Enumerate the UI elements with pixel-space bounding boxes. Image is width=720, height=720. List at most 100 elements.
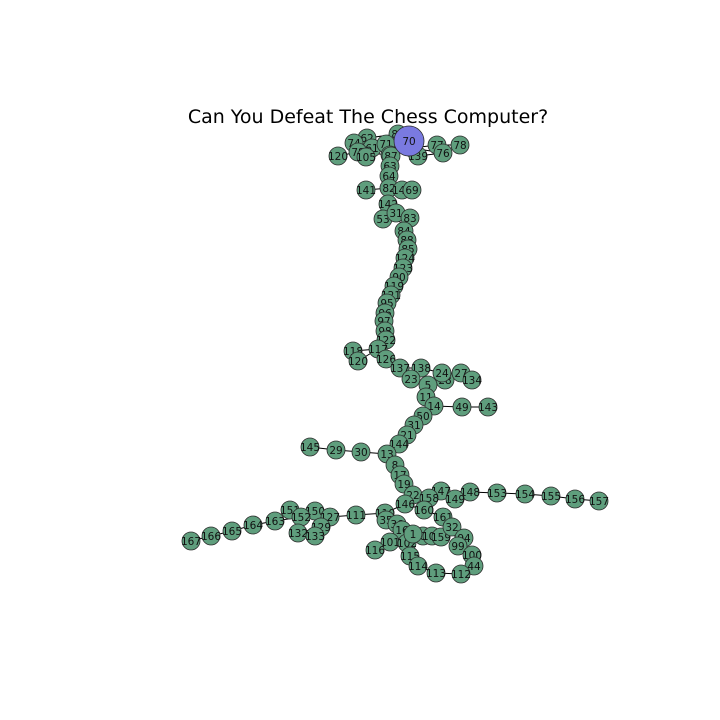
graph-title: Can You Defeat The Chess Computer?	[188, 106, 548, 128]
node-circle	[462, 370, 482, 390]
node-circle	[356, 147, 376, 167]
node-label: 120	[328, 151, 348, 163]
node-141: 141	[356, 180, 376, 200]
node-label: 69	[405, 185, 418, 197]
node-circle	[408, 556, 428, 576]
node-label: 76	[436, 148, 450, 160]
node-label: 133	[305, 531, 325, 543]
node-166: 166	[201, 526, 221, 546]
node-circle	[445, 489, 465, 509]
node-circle	[565, 489, 585, 509]
node-156: 156	[565, 489, 585, 509]
node-label: 8	[392, 460, 399, 472]
node-112: 112	[451, 564, 471, 584]
node-label: 82	[382, 183, 395, 195]
node-label: 164	[243, 520, 263, 532]
node-155: 155	[541, 486, 561, 506]
node-label: 132	[288, 528, 308, 540]
node-157: 157	[589, 491, 609, 511]
node-circle	[348, 351, 368, 371]
node-circle	[414, 500, 434, 520]
node-circle	[515, 484, 535, 504]
node-circle	[450, 135, 470, 155]
node-label: 99	[451, 541, 464, 553]
node-circle	[401, 369, 421, 389]
node-label: 1	[410, 529, 417, 541]
node-label: 24	[435, 368, 449, 380]
node-label: 126	[376, 354, 396, 366]
node-circle	[351, 442, 371, 462]
node-circle	[403, 524, 423, 544]
node-circle	[222, 521, 242, 541]
node-78: 78	[450, 135, 470, 155]
node-133: 133	[305, 526, 325, 546]
node-76: 76	[433, 143, 453, 163]
node-label: 166	[201, 531, 221, 543]
node-148: 148	[460, 482, 480, 502]
node-label: 134	[462, 375, 482, 387]
node-circle	[243, 515, 263, 535]
node-label: 152	[291, 512, 311, 524]
node-circle	[541, 486, 561, 506]
node-label: 148	[460, 487, 480, 499]
node-label: 165	[222, 526, 242, 538]
node-label: 143	[478, 402, 498, 414]
node-circle	[432, 363, 452, 383]
node-circle	[426, 563, 446, 583]
node-143: 143	[478, 397, 498, 417]
node-label: 153	[487, 488, 507, 500]
node-164: 164	[243, 515, 263, 535]
node-circle	[328, 146, 348, 166]
node-circle	[448, 536, 468, 556]
node-146: 146	[395, 494, 415, 514]
node-label: 154	[515, 489, 535, 501]
node-134: 134	[462, 370, 482, 390]
node-label: 141	[356, 185, 376, 197]
node-label: 44	[467, 561, 481, 573]
node-163: 163	[265, 511, 285, 531]
node-circle	[305, 526, 325, 546]
node-49: 49	[452, 397, 472, 417]
node-24: 24	[432, 363, 452, 383]
node-circle	[451, 564, 471, 584]
node-circle	[589, 491, 609, 511]
node-1: 1	[403, 524, 423, 544]
node-label: 53	[376, 214, 389, 226]
node-30: 30	[351, 442, 371, 462]
node-label: 159	[431, 532, 451, 544]
node-29: 29	[326, 440, 346, 460]
node-label: 155	[541, 491, 561, 503]
node-label: 167	[181, 536, 201, 548]
node-122: 122	[376, 330, 396, 350]
node-label: 78	[453, 140, 466, 152]
node-154: 154	[515, 484, 535, 504]
node-label: 32	[445, 522, 458, 534]
node-69: 69	[402, 180, 422, 200]
node-circle	[402, 180, 422, 200]
node-160: 160	[414, 500, 434, 520]
node-32: 32	[442, 517, 462, 537]
node-circle	[433, 143, 453, 163]
node-circle	[487, 483, 507, 503]
node-label: 160	[414, 505, 434, 517]
node-label: 120	[348, 356, 368, 368]
node-70: 70	[393, 125, 425, 157]
node-145: 145	[300, 437, 320, 457]
node-circle	[395, 494, 415, 514]
node-label: 156	[565, 494, 585, 506]
node-circle	[346, 505, 366, 525]
node-label: 146	[395, 499, 415, 511]
node-111: 111	[346, 505, 366, 525]
node-99: 99	[448, 536, 468, 556]
node-153: 153	[487, 483, 507, 503]
node-label: 145	[300, 442, 320, 454]
node-152: 152	[291, 507, 311, 527]
node-label: 149	[445, 494, 465, 506]
node-label: 112	[451, 569, 471, 581]
node-circle	[201, 526, 221, 546]
node-label: 105	[356, 152, 376, 164]
node-label: 116	[365, 545, 385, 557]
node-label: 113	[426, 568, 446, 580]
nodes-layer: 8662746171797577787613912078105876364141…	[181, 124, 609, 584]
node-circle	[393, 125, 425, 157]
